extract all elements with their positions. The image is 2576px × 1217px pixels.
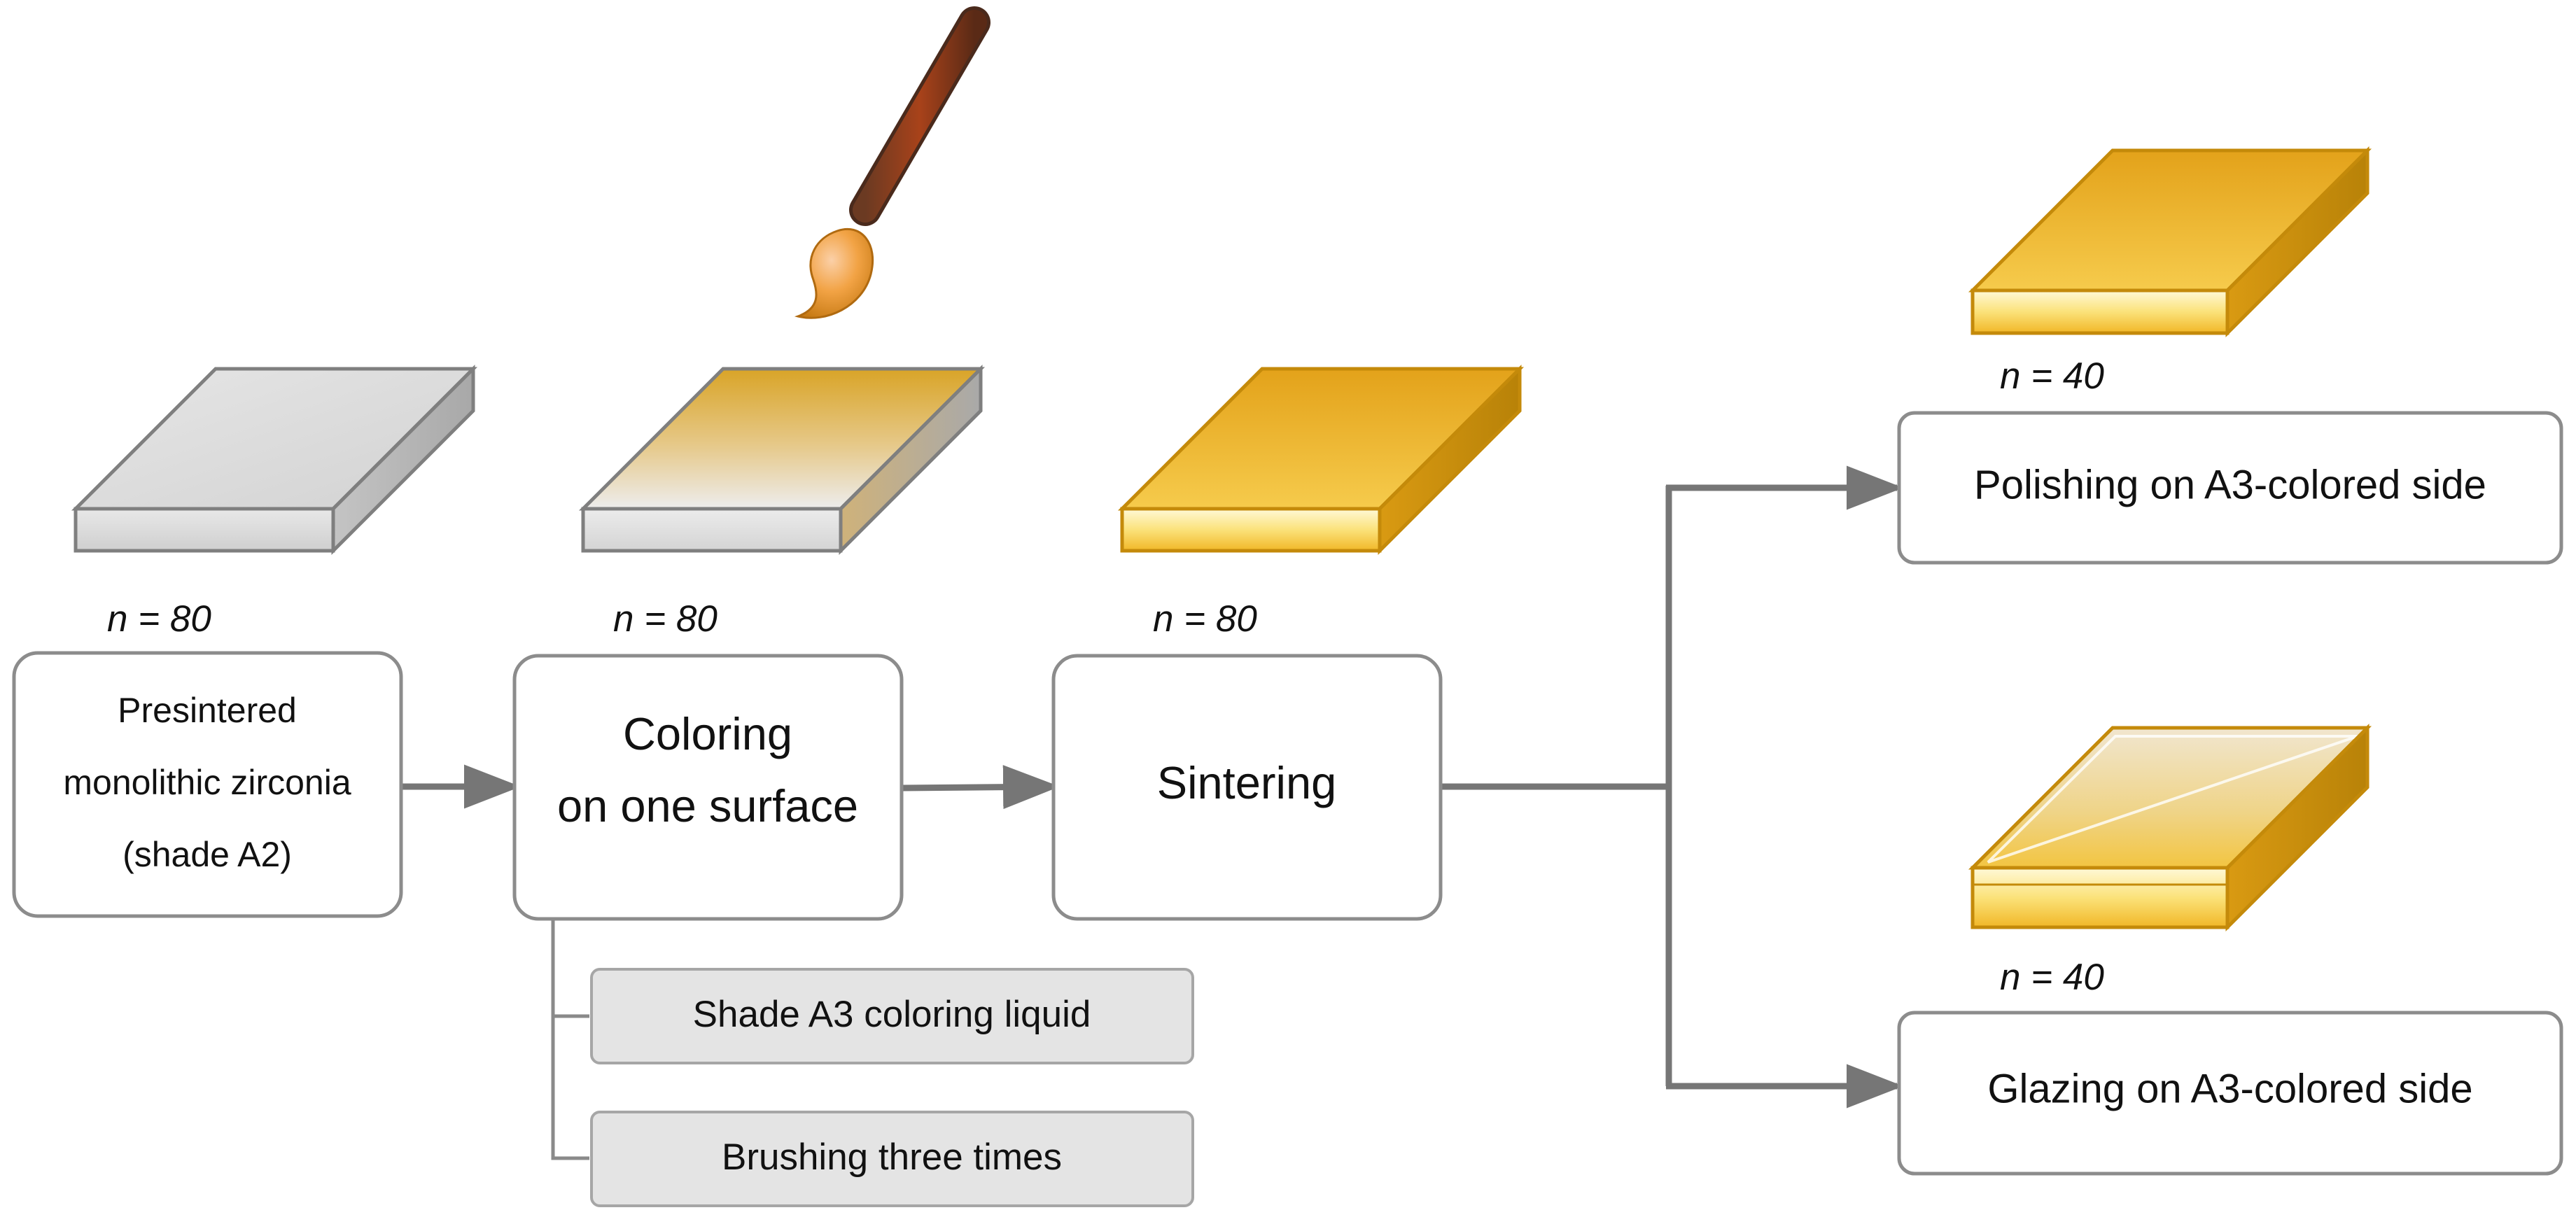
zirconia-block-icon bbox=[1968, 723, 2372, 932]
detail-box-brushing bbox=[590, 1111, 1194, 1207]
outcome-box-polishing bbox=[1897, 411, 2563, 565]
zirconia-block-icon bbox=[578, 364, 986, 556]
arrow-icon bbox=[901, 765, 1060, 810]
step-2-line-1: Coloring bbox=[623, 708, 792, 759]
outcome-2-label: Glazing on A3-colored side bbox=[1987, 1066, 2472, 1111]
zirconia-block-icon bbox=[71, 364, 478, 556]
step-3-line-1: Sintering bbox=[1157, 757, 1337, 808]
detail-2-label: Brushing three times bbox=[722, 1137, 1062, 1178]
sample-count-step-2: n = 80 bbox=[613, 598, 718, 640]
sample-count-glazing: n = 40 bbox=[2000, 957, 2104, 998]
outcome-box-glazing bbox=[1897, 1011, 2563, 1176]
outcome-1-label: Polishing on A3-colored side bbox=[1974, 462, 2486, 507]
step-1-line-2: monolithic zirconia bbox=[63, 763, 351, 802]
paint-brush-icon bbox=[794, 6, 990, 319]
zirconia-block-icon bbox=[1117, 364, 1525, 556]
step-1-line-3: (shade A2) bbox=[122, 835, 292, 874]
step-box-coloring bbox=[512, 654, 904, 921]
sample-count-step-3: n = 80 bbox=[1153, 598, 1257, 640]
sample-count-step-1: n = 80 bbox=[107, 598, 211, 640]
detail-1-label: Shade A3 coloring liquid bbox=[693, 994, 1091, 1035]
step-box-sintering bbox=[1051, 654, 1443, 921]
sample-count-polishing: n = 40 bbox=[2000, 356, 2104, 397]
detail-box-liquid bbox=[590, 968, 1194, 1064]
detail-bracket bbox=[551, 917, 589, 1160]
step-1-line-1: Presintered bbox=[118, 691, 297, 730]
step-2-line-2: on one surface bbox=[557, 780, 858, 831]
zirconia-block-icon bbox=[1968, 146, 2372, 338]
step-box-presintered bbox=[12, 651, 403, 918]
